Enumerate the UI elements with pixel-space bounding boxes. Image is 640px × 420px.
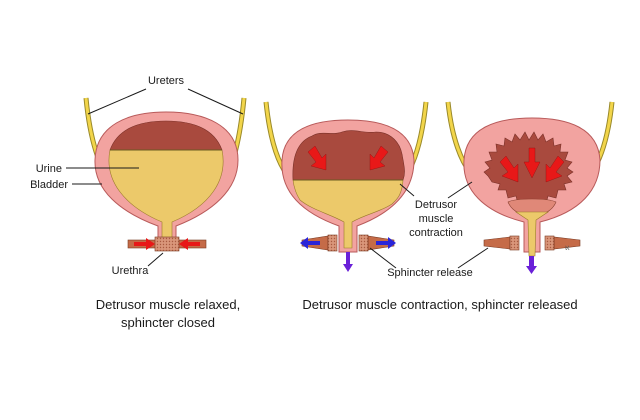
outflow-arrow	[343, 252, 353, 272]
signature-mark: ℵ	[565, 245, 570, 252]
label-detrusor-3: contraction	[409, 227, 463, 239]
sphincter-ring-right	[544, 235, 555, 251]
label-sphincter-release: Sphincter release	[387, 267, 473, 279]
urine-stream	[515, 211, 549, 257]
label-bladder: Bladder	[30, 179, 68, 191]
caption-left-line2: sphincter closed	[121, 315, 215, 330]
label-detrusor-1: Detrusor	[415, 199, 458, 211]
contraction-arrow-center	[523, 147, 541, 179]
sphincter-muscle-left	[483, 236, 511, 250]
panel-relaxed: Ureters Urine Bladder Urethra	[30, 75, 247, 277]
contraction-arrow-right	[545, 155, 565, 183]
caption-right: Detrusor muscle contraction, sphincter r…	[302, 297, 577, 312]
release-arrow-right	[376, 237, 396, 249]
label-urethra: Urethra	[112, 265, 150, 277]
contraction-arrow-left	[307, 145, 327, 171]
release-arrow-left	[300, 237, 320, 249]
compression-arrow-left	[134, 238, 155, 250]
label-urine: Urine	[36, 163, 62, 175]
detrusor-muscle	[109, 120, 223, 151]
panel-voiding: ℵ	[445, 101, 615, 274]
panel-contracting	[263, 101, 429, 272]
outflow-arrow	[526, 256, 537, 274]
compression-arrow-right	[179, 238, 200, 250]
sphincter-ring-left	[327, 234, 338, 252]
sphincter-ring-left	[509, 235, 520, 251]
sphincter-ring-right	[358, 234, 369, 252]
sphincter-ring	[154, 236, 180, 252]
detrusor-muscle	[292, 130, 405, 181]
urine	[108, 149, 224, 245]
contraction-arrow-right	[369, 145, 389, 171]
label-detrusor-2: muscle	[419, 213, 454, 225]
caption-left-line1: Detrusor muscle relaxed,	[96, 297, 241, 312]
label-ureters: Ureters	[148, 75, 185, 87]
urine	[292, 179, 404, 249]
contraction-arrow-left	[499, 155, 519, 183]
